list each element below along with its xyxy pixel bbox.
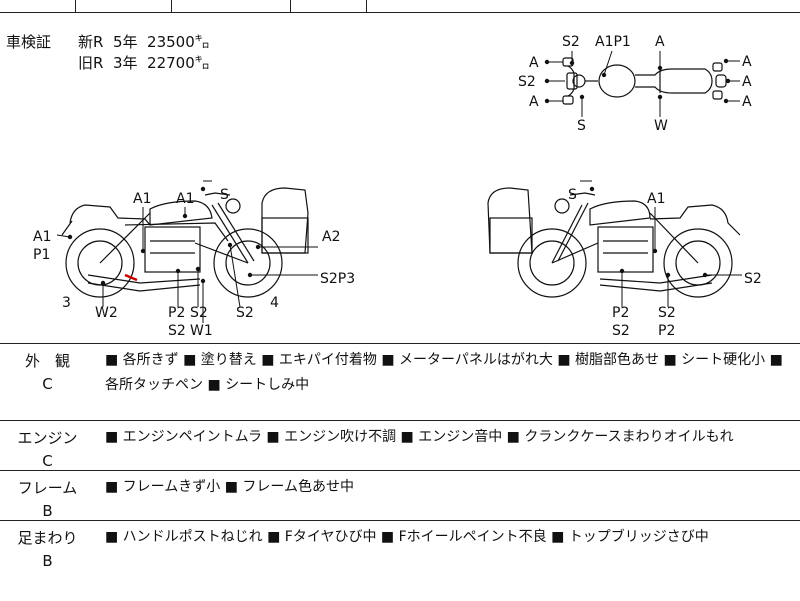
- section-text: ■ 各所きず ■ 塗り替え ■ エキパイ付着物 ■ メーターパネルはがれ大 ■ …: [105, 352, 783, 393]
- engine-icon: [144, 226, 201, 273]
- diag-label: S: [220, 187, 229, 203]
- diag-label: A1: [647, 191, 665, 207]
- diag-label: 3: [62, 295, 71, 311]
- section-text: ■ フレームきず小 ■ フレーム色あせ中: [105, 479, 354, 495]
- motorcycle-diagrams: S2 A1P1 A A S2 A S W A A A: [33, 34, 762, 339]
- front-wheel-icon: [517, 228, 587, 298]
- diag-label: S2: [612, 323, 630, 339]
- mirror-right-icon: [562, 95, 574, 105]
- diag-label: P2: [658, 323, 675, 339]
- top-cell: [0, 0, 76, 12]
- diag-label: S: [568, 187, 577, 203]
- damage-diagram-area: 車検証 新R 5年 23500㌔ 旧R 3年 22700㌔: [0, 13, 800, 343]
- front-wheel-icon: [213, 228, 283, 298]
- diag-label: W1: [190, 323, 213, 339]
- top-view-labels: S2 A1P1 A A S2 A S W A A A: [518, 34, 752, 134]
- top-view-leaders: [548, 50, 740, 117]
- section-title: 足まわり: [17, 529, 78, 547]
- diag-label: A1: [33, 229, 51, 245]
- seat-icon: [69, 204, 151, 226]
- diag-label: S2: [518, 74, 536, 90]
- diag-label: A2: [322, 229, 340, 245]
- headlight-icon: [225, 198, 241, 214]
- section-engine: エンジン C ■ エンジンペイントムラ ■ エンジン吹け不調 ■ エンジン音中 …: [0, 420, 800, 471]
- diag-label: S2: [168, 323, 186, 339]
- windshield-fairing-icon: [261, 187, 309, 254]
- diag-label: S2: [236, 305, 254, 321]
- diag-label: P2: [612, 305, 629, 321]
- left-view-leaders: [56, 180, 318, 323]
- engine-icon: [597, 226, 654, 273]
- top-cell: [172, 0, 291, 12]
- section-title: フレーム: [17, 479, 78, 497]
- diag-label: S2: [190, 305, 208, 321]
- handlebar-icon: [204, 192, 231, 196]
- section-grade: C: [42, 452, 53, 470]
- handlebar-icon: [567, 65, 575, 97]
- handlebar-icon: [569, 192, 596, 196]
- diag-label: S2: [658, 305, 676, 321]
- registration-old: 旧R 3年 22700㌔: [78, 54, 210, 72]
- diag-label: A: [655, 34, 665, 50]
- section-text: ■ エンジンペイントムラ ■ エンジン吹け不調 ■ エンジン音中 ■ クランクケ…: [105, 429, 734, 445]
- section-grade: B: [42, 502, 53, 520]
- section-text: ■ ハンドルポストねじれ ■ Fタイヤひび中 ■ Fホイールペイント不良 ■ ト…: [105, 529, 709, 545]
- left-side-diagram: [61, 187, 309, 298]
- right-side-diagram: [487, 187, 741, 298]
- diag-label: W: [654, 118, 668, 134]
- fuel-tank-top-icon: [598, 64, 636, 98]
- left-view-labels: A1 A1 S A1 P1 A2 S2P3 3 W2 P2 S2 S2 4 S2…: [33, 187, 355, 339]
- seat-icon: [649, 204, 741, 236]
- seat-top-icon: [635, 68, 713, 94]
- diag-label: A1: [133, 191, 151, 207]
- fuel-tank-icon: [149, 200, 213, 226]
- section-grade: C: [42, 375, 53, 393]
- section-title: 外 観: [24, 352, 70, 370]
- diag-label: S2P3: [320, 271, 355, 287]
- diag-label: A1: [176, 191, 194, 207]
- headlight-icon: [554, 198, 570, 214]
- diag-label: A: [742, 74, 752, 90]
- diag-label: A: [529, 94, 539, 110]
- front-fork-icon: [551, 204, 583, 264]
- damage-mark-icon: [124, 273, 138, 282]
- rear-wheel-icon: [65, 228, 135, 298]
- top-cell: [291, 0, 367, 12]
- diag-label: A1P1: [595, 34, 631, 50]
- diag-label: P2: [168, 305, 185, 321]
- diag-label: S: [577, 118, 586, 134]
- windshield-fairing-icon: [487, 187, 533, 254]
- top-cell: [76, 0, 172, 12]
- diag-label: A: [742, 54, 752, 70]
- section-title: エンジン: [17, 429, 78, 447]
- section-grade: B: [42, 552, 53, 570]
- exhaust-icon: [87, 274, 201, 284]
- section-exterior: 外 観 C ■ 各所きず ■ 塗り替え ■ エキパイ付着物 ■ メーターパネルは…: [0, 343, 800, 421]
- diag-label: A: [529, 55, 539, 71]
- right-view-labels: S A1 S2 P2 S2 S2 P2: [568, 187, 762, 339]
- registration-new: 新R 5年 23500㌔: [78, 33, 210, 51]
- section-suspension: 足まわり B ■ ハンドルポストねじれ ■ Fタイヤひび中 ■ Fホイールペイン…: [0, 520, 800, 601]
- top-table-strip: [0, 0, 800, 13]
- rear-indicator-icon: [712, 62, 723, 72]
- exhaust-icon: [599, 274, 713, 284]
- diag-label: P1: [33, 247, 50, 263]
- diag-label: S2: [744, 271, 762, 287]
- top-view-diagram: [562, 57, 727, 105]
- diag-label: W2: [95, 305, 118, 321]
- right-view-leaders: [580, 180, 742, 307]
- fuel-tank-icon: [589, 200, 651, 226]
- section-frame: フレーム B ■ フレームきず小 ■ フレーム色あせ中: [0, 470, 800, 521]
- diag-label: S2: [562, 34, 580, 50]
- diag-label: A: [742, 94, 752, 110]
- front-fork-icon: [211, 204, 249, 264]
- rear-wheel-icon: [663, 228, 733, 298]
- registration-label: 車検証: [6, 33, 52, 51]
- rear-indicator-icon: [712, 90, 723, 100]
- diag-label: 4: [270, 295, 279, 311]
